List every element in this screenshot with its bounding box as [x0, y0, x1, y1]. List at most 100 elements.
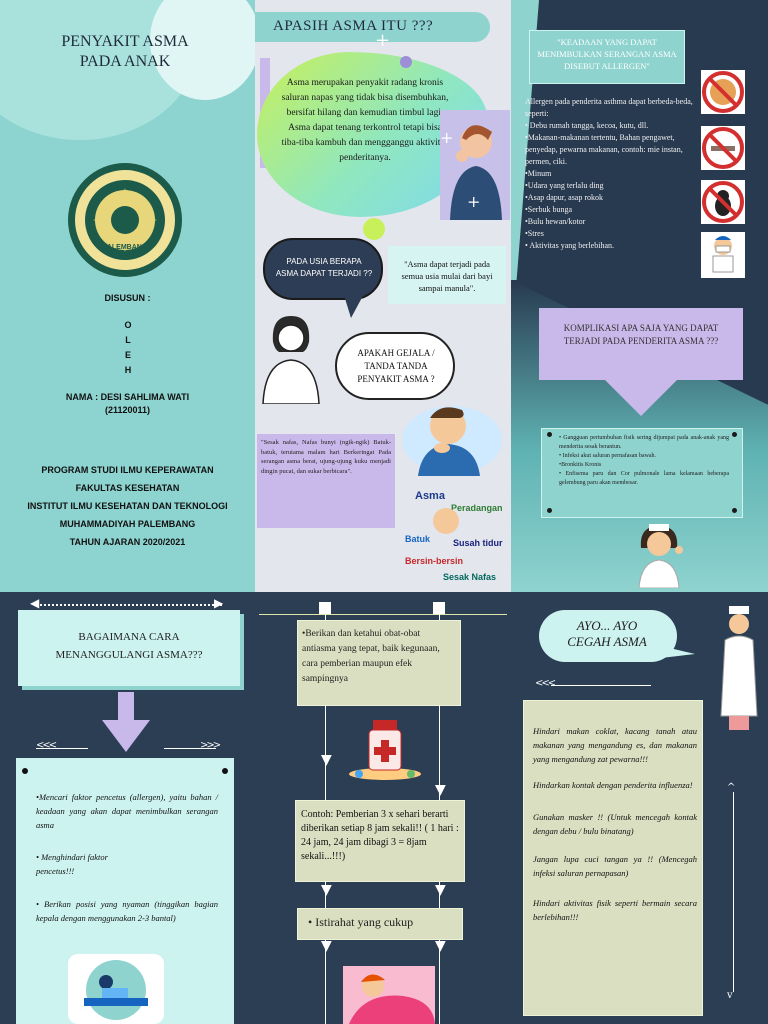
- cegah-item: Hindari makan coklat, kacang tanah atau …: [533, 726, 697, 764]
- panel-penanggulangan: ◀ ▶ BAGAIMANA CARA MENANGGULANGI ASMA???…: [0, 592, 255, 1024]
- down-arrow-icon: ▼: [321, 938, 332, 954]
- no-candy-icon: [701, 70, 745, 114]
- doctor-icon: [720, 606, 758, 730]
- oleh-o: O: [124, 320, 132, 330]
- allergen-list: Allergen pada penderita asthma dapat ber…: [525, 96, 707, 252]
- allergen-title: "KEADAAN YANG DAPAT MENIMBULKAN SERANGAN…: [537, 37, 677, 71]
- logo-icon: [68, 163, 182, 277]
- usia-answer-text: "Asma dapat terjadi pada semua usia mula…: [401, 259, 493, 293]
- decor-plus: +: [375, 30, 391, 51]
- allergen-item: •Serbuk bunga: [525, 205, 573, 214]
- allergen-item: •Makanan-makanan tertentu, Bahan pengawe…: [525, 133, 683, 166]
- panel-obat: •Berikan dan ketahui obat-obat antiasma …: [255, 592, 511, 1024]
- fakultas: FAKULTAS KESEHATAN: [75, 483, 180, 493]
- cegah-item: Hindari aktivitas fisik seperti bermain …: [533, 898, 697, 922]
- nurse-icon: [638, 524, 683, 589]
- down-arrow-icon: ▼: [435, 782, 446, 798]
- word-asma: Asma: [415, 490, 445, 502]
- cegah-bubble: [539, 610, 677, 662]
- decor-arrow-line: [164, 748, 216, 749]
- definition-text: Asma merupakan penyakit radang kronis sa…: [281, 78, 449, 163]
- arrow-down-icon: v: [727, 990, 733, 1001]
- cegah-item: Gunakan masker !! (Untuk mencegah kontak…: [533, 812, 697, 836]
- coughing-woman-illustration: [440, 110, 510, 220]
- obat-box: •Berikan dan ketahui obat-obat antiasma …: [297, 620, 461, 706]
- panel-apasih-asma: APASIH ASMA ITU ??? + Asma merupakan pen…: [255, 0, 511, 592]
- komplikasi-list: • Gangguan pertumbuhan fisik sering diju…: [559, 434, 729, 488]
- oleh-l: L: [125, 335, 131, 345]
- gejala-text: "Sesak nafas, Nafas bunyi (ngik-ngik) Ba…: [261, 439, 391, 475]
- institut: INSTITUT ILMU KESEHATAN DAN TEKNOLOGI: [27, 501, 228, 511]
- cegah-item: Jangan lupa cuci tangan ya !! (Mencegah …: [533, 854, 697, 878]
- usia-question-bubble: [263, 238, 383, 300]
- decor-cap: [433, 602, 445, 614]
- oleh-e: E: [124, 350, 131, 360]
- bullet-dot: [222, 768, 228, 774]
- author-nim: (21120011): [104, 405, 151, 415]
- decor-green-dot: [363, 218, 385, 240]
- decor-vertical-arrow: [733, 792, 734, 992]
- cover-title-line1: PENYAKIT ASMA: [61, 33, 189, 50]
- bubble-tail: [343, 292, 365, 318]
- decor-dotted-arrow: [36, 604, 222, 606]
- decor-plus-3: +: [467, 192, 481, 211]
- child-mask-icon: [701, 232, 745, 278]
- word-batuk: Batuk: [405, 534, 431, 544]
- istirahat-text: • Istirahat yang cukup: [308, 915, 414, 929]
- title-banner: [255, 12, 490, 42]
- allergen-title-box: "KEADAAN YANG DAPAT MENIMBULKAN SERANGAN…: [529, 30, 685, 84]
- disusun-label: DISUSUN :: [104, 293, 151, 303]
- bubble-tail: [661, 646, 695, 658]
- arrow-right-icon: ▶: [214, 596, 224, 610]
- decor-chevrons: >>>: [200, 740, 221, 751]
- usia-answer-box: "Asma dapat terjadi pada semua usia mula…: [388, 246, 506, 304]
- allergen-intro: Allergen pada penderita asthma dapat ber…: [525, 97, 693, 118]
- cover-title: PENYAKIT ASMA PADA ANAK: [20, 32, 230, 72]
- tahun-ajaran: TAHUN AJARAN 2020/2021: [69, 537, 186, 547]
- decor-blob-white: [150, 0, 255, 100]
- cegah-title: AYO... AYO CEGAH ASMA: [567, 618, 647, 649]
- cover-title-line2: PADA ANAK: [79, 53, 171, 70]
- arrow-left-icon: ◀: [30, 596, 40, 610]
- komplikasi-item: • Infeksi akut saluran pernafasan bawah.: [559, 453, 657, 459]
- decor-arrow-line: [551, 685, 651, 686]
- sick-child-illustration: [68, 954, 164, 1024]
- medicine-bottle-icon: [349, 720, 421, 780]
- panel-cegah: AYO... AYO CEGAH ASMA <<< >>> Hindari ma…: [511, 592, 768, 1024]
- arrow-up-icon: ^: [727, 782, 736, 793]
- nurse-illustration: [631, 522, 687, 589]
- allergen-item: • Debu rumah tangga, kecoa, kutu, dll.: [525, 121, 649, 130]
- word-peradangan: Peradangan: [451, 503, 503, 513]
- word-sesak: Sesak Nafas: [443, 572, 497, 582]
- komplikasi-item: • Gangguan pertumbuhan fisik sering diju…: [559, 435, 729, 450]
- penanggulangan-item-2: • Menghindari faktor pencetus!!!: [36, 852, 108, 876]
- decor-cap: [319, 602, 331, 614]
- gejala-question-text: APAKAH GEJALA / TANDA TANDA PENYAKIT ASM…: [357, 348, 435, 384]
- bullet-dot: [547, 432, 552, 437]
- decor-arrow-line: [36, 748, 88, 749]
- komplikasi-arrow: [605, 380, 677, 416]
- decor-purple-dot: [400, 56, 412, 68]
- down-arrow-icon: ▼: [321, 752, 332, 768]
- contoh-text: Contoh: Pemberian 3 x sehari berarti dib…: [301, 809, 459, 862]
- panel-cover: PENYAKIT ASMA PADA ANAK PALEMBANG DISUSU…: [0, 0, 255, 592]
- bullet-dot: [732, 432, 737, 437]
- girl-icon: [262, 316, 320, 405]
- komplikasi-box: [539, 308, 743, 380]
- penanggulangan-item-1: •Mencari faktor pencetus (allergen), yai…: [36, 792, 218, 830]
- penanggulangan-title: BAGAIMANA CARA MENANGGULANGI ASMA???: [55, 631, 203, 661]
- down-arrow-icon: ▼: [321, 882, 332, 898]
- coughing-boy-icon: [402, 406, 502, 476]
- panel-allergen: "KEADAAN YANG DAPAT MENIMBULKAN SERANGAN…: [511, 0, 768, 592]
- section-title: APASIH ASMA ITU ???: [273, 18, 434, 34]
- sleeping-child-icon: [343, 966, 435, 1024]
- sleeping-child-illustration: [343, 966, 435, 1024]
- obat-text: •Berikan dan ketahui obat-obat antiasma …: [302, 629, 440, 684]
- cegah-list: Hindari makan coklat, kacang tanah atau …: [533, 724, 697, 924]
- girl-illustration: [259, 312, 323, 405]
- penanggulangan-title-box: BAGAIMANA CARA MENANGGULANGI ASMA???: [18, 610, 240, 686]
- doctor-illustration: [717, 606, 761, 730]
- decor-line-top: [259, 614, 507, 615]
- gejala-question-bubble: [335, 332, 455, 400]
- down-arrow-icon: ▼: [435, 938, 446, 954]
